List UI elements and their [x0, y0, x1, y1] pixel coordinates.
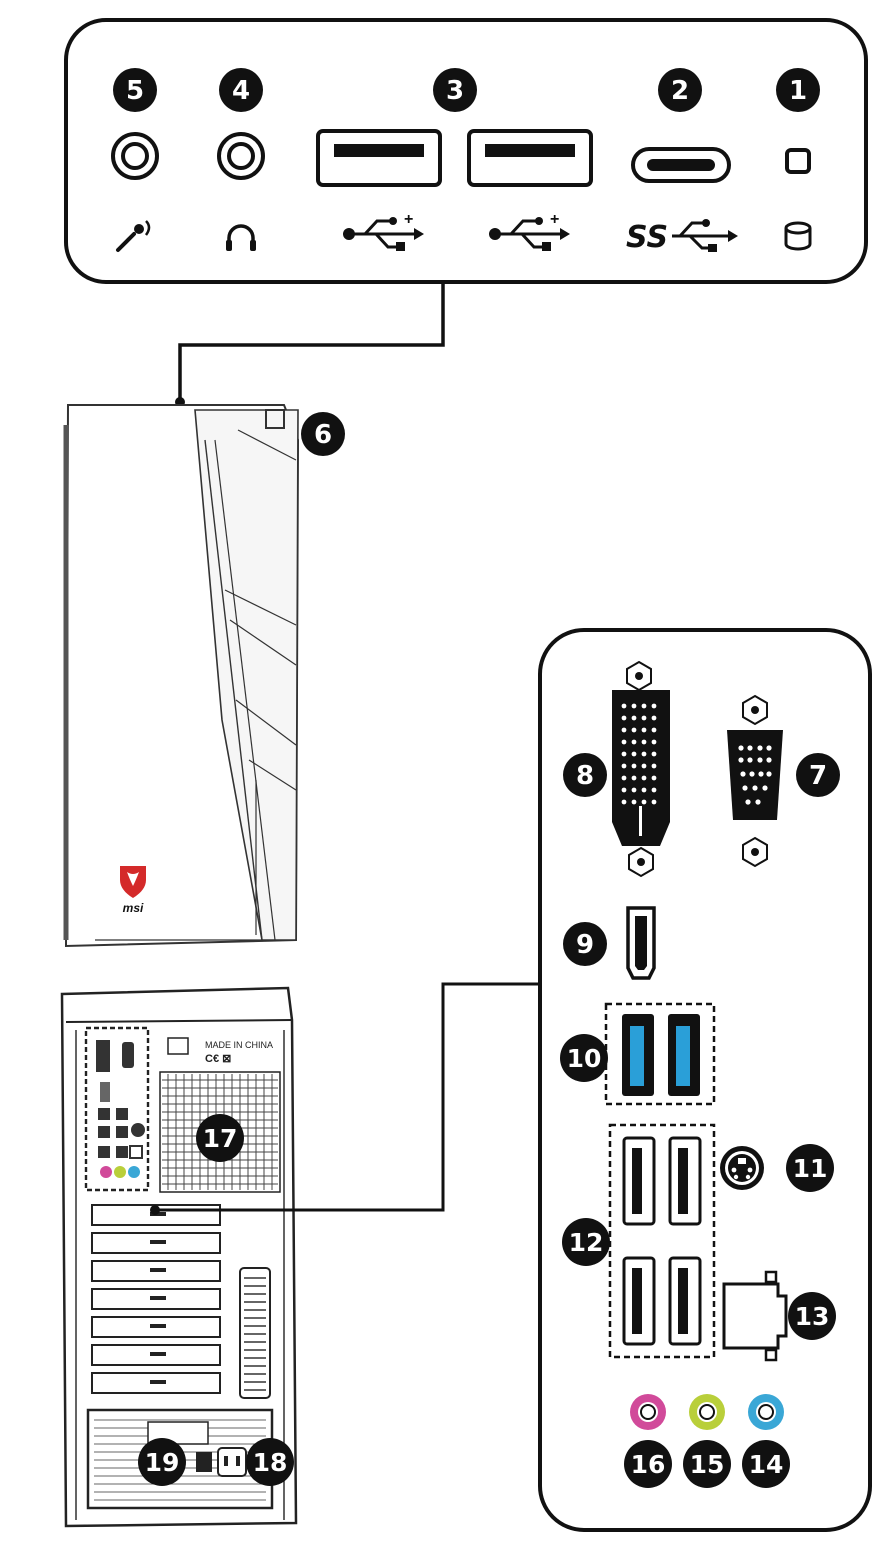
- callout-19: 19: [138, 1438, 186, 1486]
- callout-14: 14: [742, 1440, 790, 1488]
- front-io-panel: + + SS 5 4 3 2 1: [64, 18, 868, 284]
- svg-text:16: 16: [631, 1450, 666, 1479]
- usb-icon: +: [343, 211, 424, 251]
- svg-text:4: 4: [232, 76, 250, 106]
- lan-port: [722, 1270, 788, 1362]
- power-socket: [217, 1447, 247, 1477]
- svg-text:15: 15: [690, 1450, 725, 1479]
- callout-5: 5: [113, 68, 157, 112]
- callout-6: 6: [301, 412, 345, 456]
- rear-io-detail-panel: 8 7 9: [538, 628, 872, 1532]
- usb-icon: +: [489, 211, 570, 251]
- superspeed-mark: SS: [626, 220, 668, 255]
- front-usb-port-right: [467, 129, 593, 187]
- svg-text:3: 3: [446, 76, 464, 106]
- front-usb-port-left: [316, 129, 442, 187]
- svg-text:5: 5: [126, 76, 144, 106]
- callout-4: 4: [219, 68, 263, 112]
- usb2-port: [668, 1256, 702, 1346]
- front-mic-jack: [111, 132, 159, 180]
- callout-9: 9: [563, 922, 607, 966]
- svg-text:7: 7: [809, 761, 827, 791]
- svg-text:9: 9: [576, 930, 594, 960]
- svg-text:18: 18: [253, 1448, 288, 1477]
- usb-superspeed-icon: SS: [626, 219, 738, 255]
- rear-fan-grille: [159, 1071, 281, 1193]
- usb2-port: [668, 1136, 702, 1226]
- usb-plus-label: +: [550, 211, 559, 228]
- mic-icon: [116, 220, 151, 252]
- callout-16: 16: [624, 1440, 672, 1488]
- audio-jack-line-out: [689, 1394, 725, 1430]
- svg-text:2: 2: [671, 76, 689, 106]
- audio-jack-line-in: [748, 1394, 784, 1430]
- usb2-port: [622, 1136, 656, 1226]
- usb2-port: [622, 1256, 656, 1346]
- hdd-led: [785, 148, 811, 174]
- callout-11: 11: [786, 1144, 834, 1192]
- ps2-port: [720, 1146, 764, 1190]
- svg-text:11: 11: [793, 1154, 828, 1183]
- callout-8: 8: [563, 753, 607, 797]
- callout-12: 12: [562, 1218, 610, 1266]
- callout-3: 3: [433, 68, 477, 112]
- hdd-led-icon: [784, 221, 812, 251]
- front-usb-type-c-port: [631, 147, 731, 183]
- callout-7: 7: [796, 753, 840, 797]
- power-switch: [196, 1452, 212, 1472]
- callout-10: 10: [560, 1034, 608, 1082]
- audio-jack-mic: [630, 1394, 666, 1430]
- made-in-label: MADE IN CHINA: [205, 1040, 273, 1050]
- svg-text:17: 17: [203, 1124, 238, 1153]
- rear-io-leader-line: [155, 982, 540, 1212]
- dvi-port: [612, 660, 670, 878]
- callout-18: 18: [246, 1438, 294, 1486]
- callout-13: 13: [788, 1292, 836, 1340]
- msi-logo-text: msi: [123, 901, 144, 915]
- callout-17: 17: [196, 1114, 244, 1162]
- front-panel-leader-line: [178, 282, 445, 402]
- rear-side-vent: [239, 1267, 271, 1399]
- svg-text:8: 8: [576, 761, 594, 791]
- headphone-icon: [226, 224, 256, 251]
- svg-text:10: 10: [567, 1044, 602, 1073]
- tower-rear-view: MADE IN CHINA C€ ⊠ 17: [60, 986, 298, 1528]
- callout-2: 2: [658, 68, 702, 112]
- svg-text:1: 1: [789, 76, 807, 106]
- msi-logo: msi: [120, 866, 146, 915]
- callout-15: 15: [683, 1440, 731, 1488]
- vga-port: [727, 694, 783, 868]
- svg-text:6: 6: [314, 420, 332, 450]
- svg-text:C€ ⊠: C€ ⊠: [205, 1053, 231, 1065]
- front-headphone-jack: [217, 132, 265, 180]
- usb-plus-label: +: [404, 211, 413, 228]
- svg-text:19: 19: [145, 1448, 180, 1477]
- svg-text:13: 13: [795, 1302, 830, 1331]
- callout-1: 1: [776, 68, 820, 112]
- svg-text:14: 14: [749, 1450, 784, 1479]
- usb3-port: [622, 1014, 654, 1096]
- hdmi-port: [626, 906, 656, 980]
- usb2-port-group: [608, 1123, 716, 1359]
- tower-front-view: msi 6: [63, 404, 345, 948]
- svg-text:12: 12: [569, 1228, 604, 1257]
- usb3-port: [668, 1014, 700, 1096]
